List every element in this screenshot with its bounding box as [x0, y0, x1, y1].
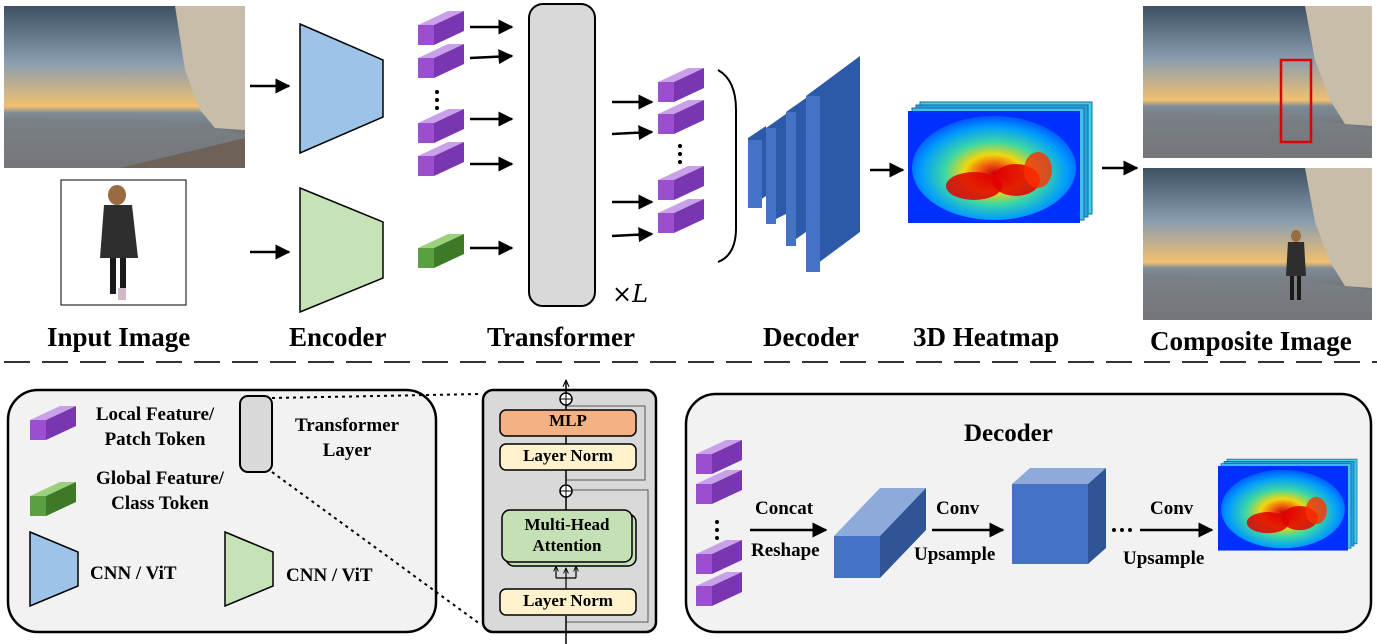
- stage-label-composite: Composite Image: [1150, 326, 1352, 356]
- ellipsis-dots-2: [678, 144, 682, 164]
- legend-cnn-vit-label-1: CNN / ViT: [90, 563, 177, 584]
- residual-frame-bottom: [566, 489, 649, 623]
- token-arrows-out: [611, 94, 654, 243]
- mlp-label: MLP: [549, 411, 587, 430]
- attention-box: [501, 509, 633, 563]
- class-token: [418, 234, 464, 268]
- upsample-label-1: Upsample: [914, 544, 996, 565]
- input-background-image: [4, 6, 245, 168]
- output-token-1: [658, 68, 704, 102]
- legend-panel: [6, 388, 438, 634]
- tokens-bracket: [717, 69, 737, 263]
- layer-norm-top-label: Layer Norm: [523, 446, 613, 465]
- legend-global-line-1: Global Feature/: [96, 468, 224, 489]
- legend-local-line-1: Local Feature/: [95, 404, 215, 425]
- heatmap-3d-top: [907, 101, 1093, 224]
- zoom-line-bottom: [271, 471, 481, 625]
- composite-image-box: [1143, 6, 1372, 158]
- legend-local-feature-label: Local Feature/ Patch Token: [80, 402, 230, 452]
- patch-token-1: [418, 11, 464, 45]
- reshape-label: Reshape: [751, 540, 820, 561]
- bounding-box-highlight: [1279, 58, 1313, 144]
- encoder-blue-trapezoid: [299, 22, 384, 155]
- concat-label: Concat: [755, 498, 814, 519]
- layer-norm-bottom-label: Layer Norm: [523, 591, 613, 610]
- conv-label-1: Conv: [936, 498, 980, 519]
- legend-local-line-2: Patch Token: [104, 429, 206, 450]
- conv-label-2: Conv: [1150, 498, 1194, 519]
- residual-frame-top: [566, 405, 646, 481]
- attention-line-1: Multi-Head: [524, 515, 610, 534]
- encoder-green-trapezoid: [299, 186, 384, 314]
- patch-token-2: [418, 44, 464, 78]
- stage-label-heatmap: 3D Heatmap: [913, 322, 1060, 352]
- transformer-block: [528, 3, 596, 307]
- stage-label-input: Input Image: [47, 322, 191, 352]
- decoder-ellipsis-horizontal: [1112, 528, 1132, 532]
- token-arrows-in: [469, 19, 514, 256]
- attention-input-arrows: [556, 566, 576, 589]
- output-token-4: [658, 199, 704, 233]
- attention-label: Multi-Head Attention: [502, 514, 632, 556]
- stage-label-decoder: Decoder: [763, 322, 859, 352]
- legend-transformer-line-2: Layer: [322, 440, 372, 461]
- layer-norm-top-box: [499, 443, 637, 471]
- mlp-box: [499, 409, 637, 437]
- legend-cnn-green-icon: [224, 530, 274, 608]
- patch-token-4: [418, 142, 464, 176]
- legend-cnn-vit-label-2: CNN / ViT: [286, 565, 373, 586]
- output-token-3: [658, 166, 704, 200]
- decoder-ellipsis-dots: [715, 520, 719, 540]
- attention-line-2: Attention: [532, 536, 602, 555]
- stage-label-encoder: Encoder: [289, 322, 387, 352]
- legend-transformer-layer-label: Transformer Layer: [280, 413, 414, 463]
- legend-cnn-blue-icon: [29, 530, 79, 608]
- input-foreground-image: [60, 179, 187, 306]
- ellipsis-dots-1: [435, 90, 439, 110]
- upsampled-feature-cube: [1012, 468, 1106, 564]
- legend-transformer-icon: [239, 395, 273, 473]
- heatmap-3d-decoder: [1217, 458, 1358, 552]
- legend-global-feature-label: Global Feature/ Class Token: [80, 466, 240, 516]
- stage-label-transformer: Transformer: [487, 322, 635, 352]
- legend-transformer-line-1: Transformer: [294, 415, 400, 436]
- output-token-2: [658, 100, 704, 134]
- reshaped-feature-block: [834, 488, 926, 578]
- patch-token-3: [418, 109, 464, 143]
- decoder-detail-title: Decoder: [964, 420, 1053, 447]
- composite-image-result: [1143, 168, 1372, 320]
- upsample-label-2: Upsample: [1123, 548, 1205, 569]
- decoder-stack: [748, 56, 860, 272]
- repeat-label: ×L: [612, 280, 649, 308]
- layer-norm-bottom-box: [499, 588, 637, 616]
- legend-global-line-2: Class Token: [111, 493, 209, 514]
